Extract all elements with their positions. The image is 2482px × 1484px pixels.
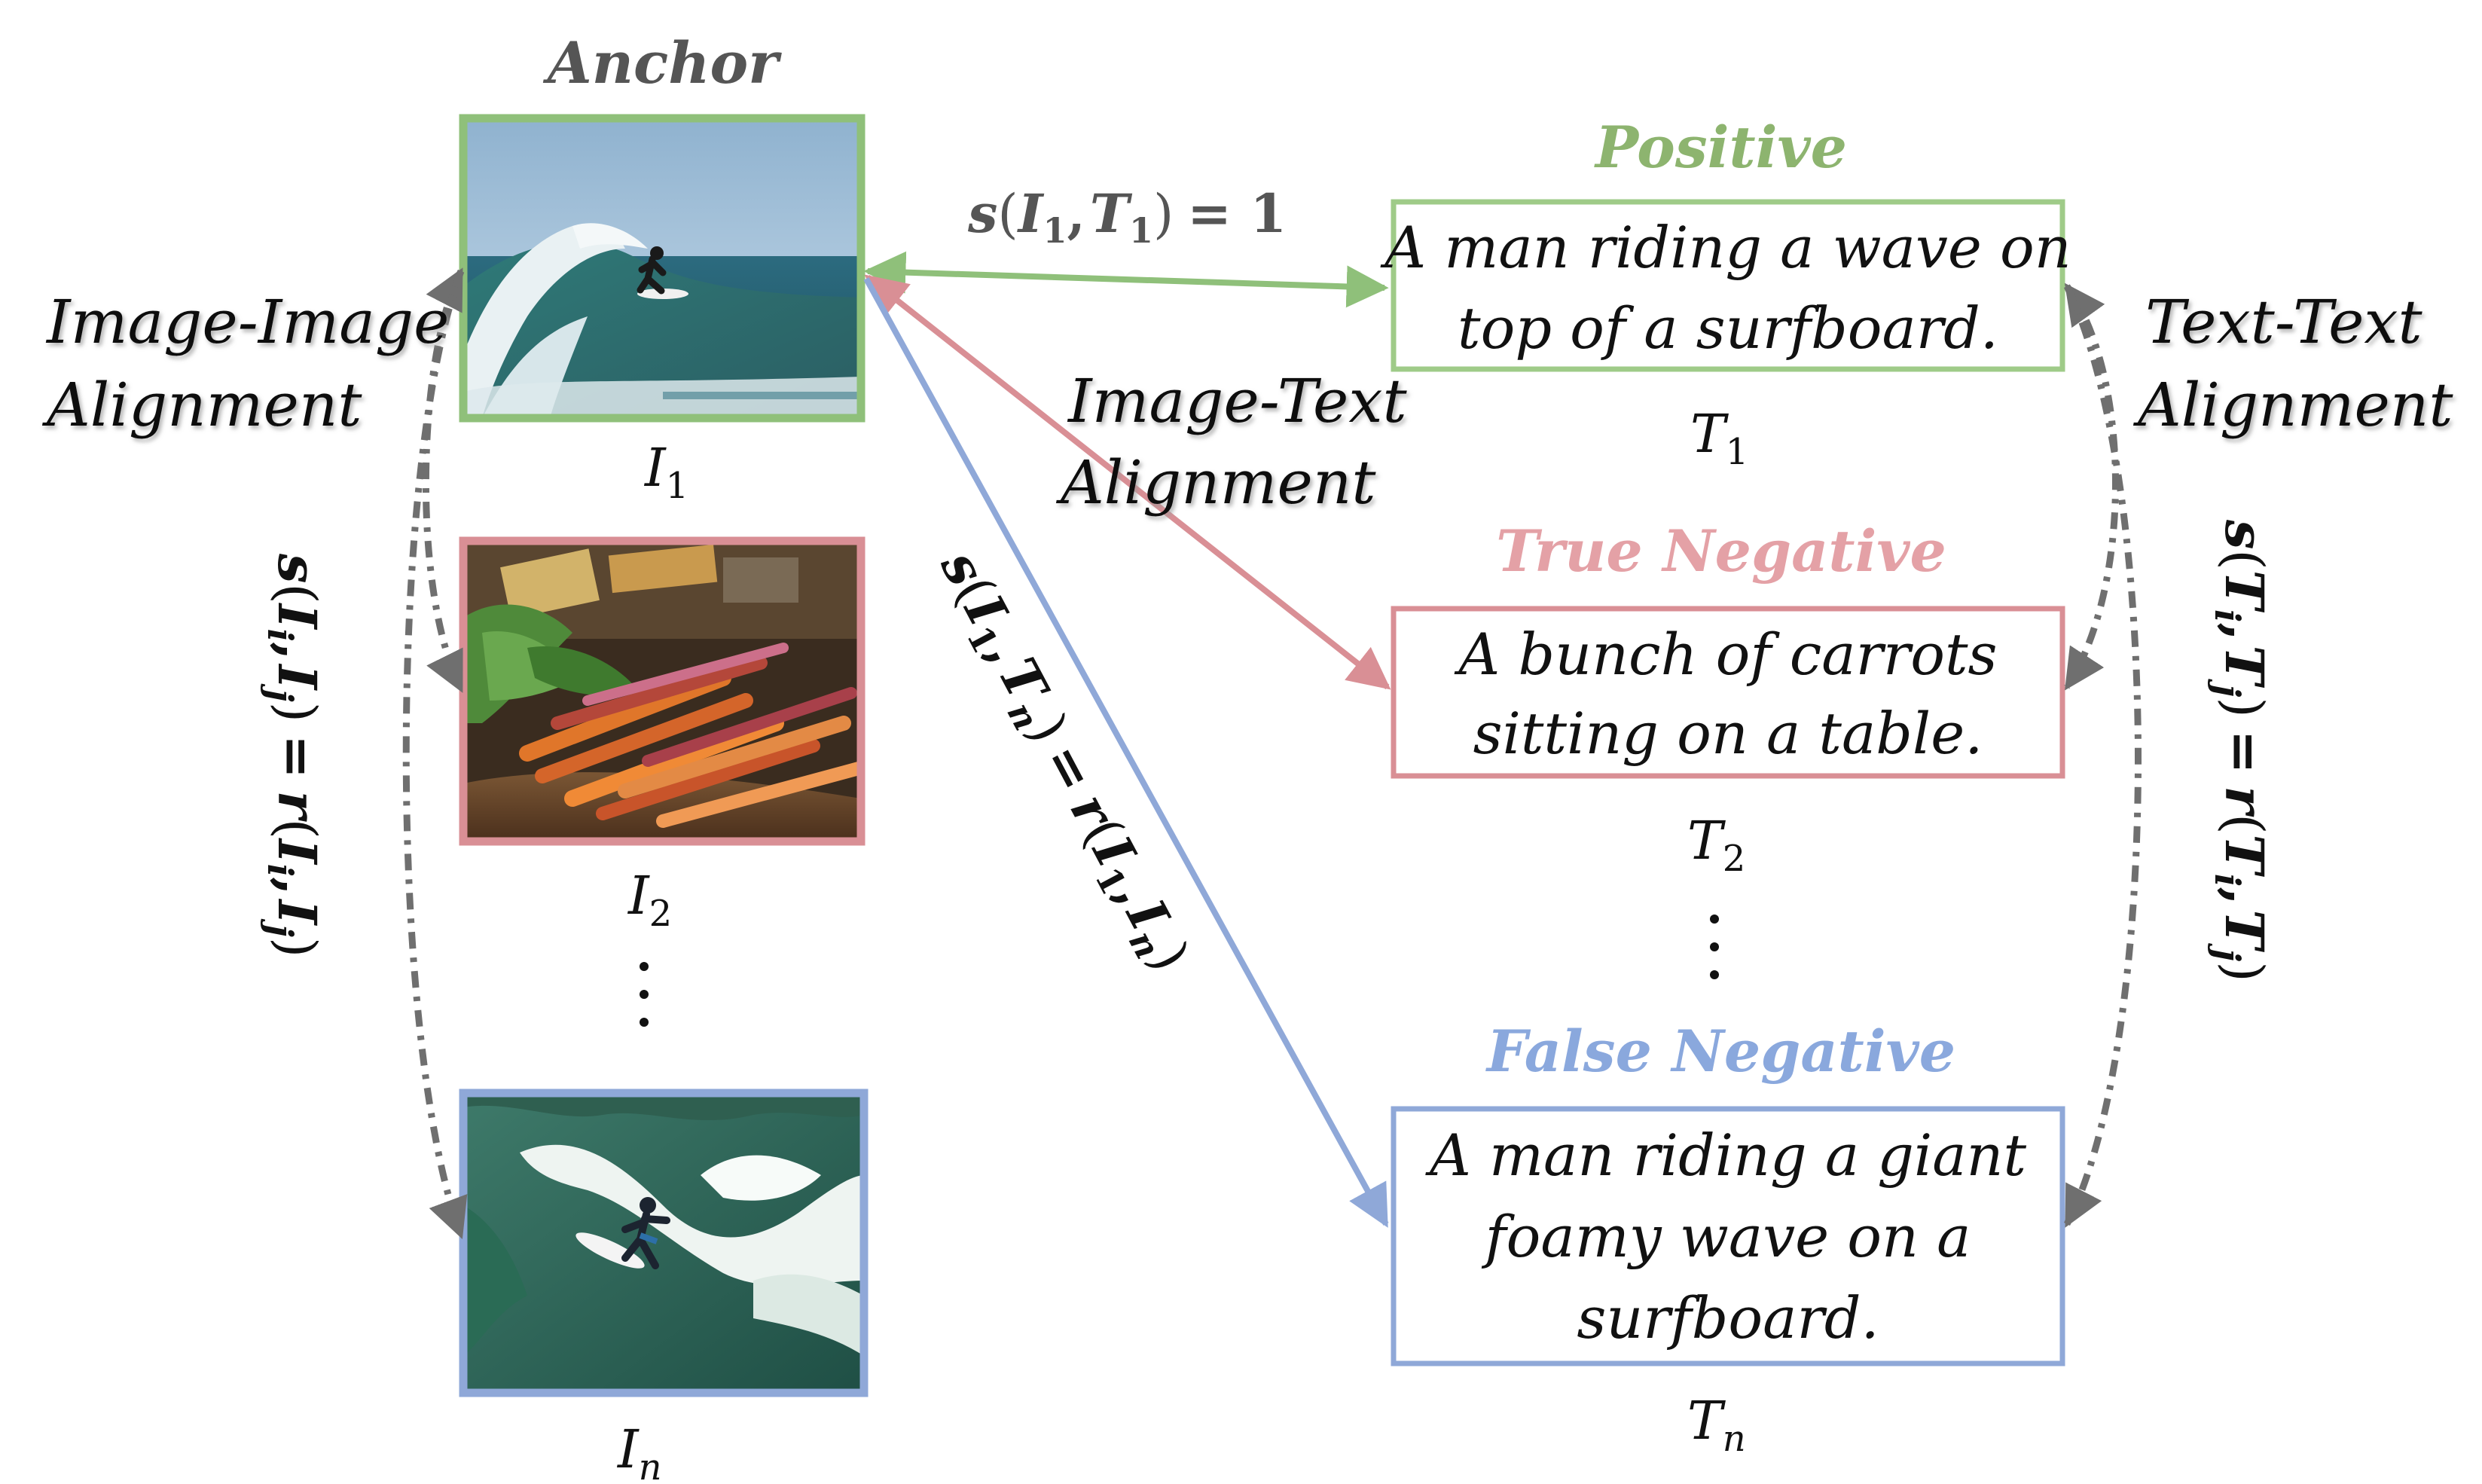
category-false-negative-label: False Negative — [1485, 1018, 1955, 1085]
image-image-alignment-label: Image-Image Alignment — [41, 287, 449, 440]
text-positive-line-1: A man riding a wave on — [1380, 214, 2071, 281]
formula-false-negative-similarity: s(I1,Tn)=r(I1,In) — [923, 539, 1202, 983]
text-true-negative-line-1: A bunch of carrots — [1454, 621, 1997, 688]
text-ellipsis — [1710, 915, 1719, 979]
image-anchor-surfer — [459, 114, 865, 423]
category-true-negative-label: True Negative — [1496, 518, 1946, 585]
text-false-negative-line-3: surfboard. — [1577, 1284, 1879, 1351]
text-label-2: T2 — [1687, 810, 1745, 880]
text-false-negative-line-2: foamy wave on a — [1482, 1203, 1971, 1270]
arrow-anchor-to-false-negative — [863, 277, 1389, 1228]
text-true-negative-line-2: sitting on a table. — [1473, 700, 1983, 767]
image-carrots — [459, 536, 865, 846]
arrow-anchor-to-true-negative — [864, 274, 1391, 690]
arrow-anchor-to-positive — [863, 251, 1389, 308]
svg-text:Alignment: Alignment — [41, 370, 362, 440]
image-text-alignment-label: Image-Text Alignment — [1055, 366, 1408, 518]
text-box-positive — [1391, 199, 2065, 372]
svg-text:Text-Text: Text-Text — [2145, 287, 2423, 357]
text-text-alignment-label: Text-Text Alignment — [2132, 287, 2453, 440]
text-box-true-negative — [1391, 606, 2065, 779]
formula-image-image-similarity: s(Ii,Ij)=r(Ii,Ij) — [260, 553, 328, 957]
image-label-2: I2 — [627, 865, 672, 935]
text-label-n: Tn — [1687, 1390, 1746, 1460]
arrow-text-text-far — [2063, 285, 2142, 1228]
image-label-1: I1 — [643, 437, 688, 507]
arrow-image-image-far — [402, 270, 468, 1240]
arrow-text-text-near — [2064, 282, 2119, 691]
text-label-1: T1 — [1690, 403, 1748, 473]
svg-text:Image-Text: Image-Text — [1067, 366, 1408, 436]
text-positive-line-2: top of a surfboard. — [1458, 295, 1998, 362]
image-ellipsis — [640, 962, 649, 1027]
category-positive-label: Positive — [1594, 114, 1847, 181]
svg-text:Image-Image: Image-Image — [45, 287, 449, 357]
anchor-label: Anchor — [543, 29, 782, 96]
formula-text-text-similarity: s(Ti,Tj)=r(Ti,Tj) — [2207, 519, 2276, 982]
svg-text:Alignment: Alignment — [2132, 370, 2453, 440]
svg-text:Alignment: Alignment — [1055, 447, 1376, 518]
formula-positive-similarity: s(I1,T1)= 1 — [967, 182, 1287, 251]
image-false-negative-surfer — [459, 1089, 869, 1397]
image-label-n: In — [616, 1418, 662, 1484]
text-false-negative-line-1: A man riding a giant — [1425, 1122, 2027, 1189]
text-box-false-negative — [1391, 1106, 2065, 1366]
